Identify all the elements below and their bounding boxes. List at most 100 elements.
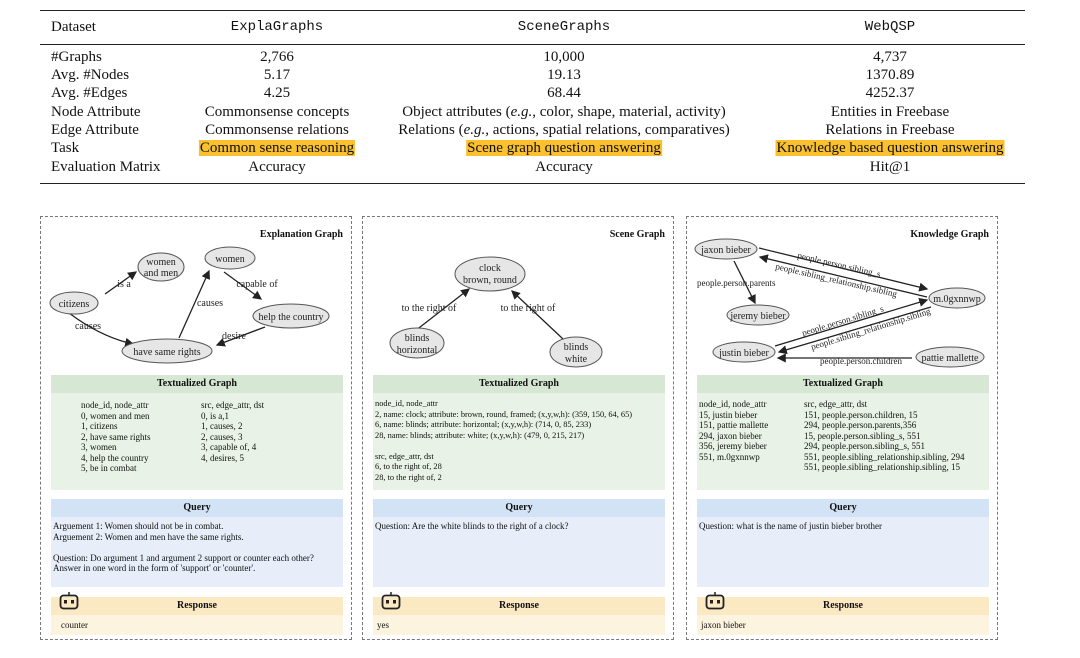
svg-text:horizontal: horizontal xyxy=(397,345,438,356)
node-label-blinds: blinds xyxy=(405,333,430,344)
node-label: justin bieber xyxy=(718,348,769,359)
explanation-graph-diagram: women and men women citizens help the co… xyxy=(49,246,330,364)
node-label: pattie mallette xyxy=(922,353,979,364)
edge-label: causes xyxy=(197,298,223,309)
table-cell: Commonsense concepts xyxy=(204,104,350,120)
query-body: Question: Are the white blinds to the ri… xyxy=(373,517,665,587)
edge-label: causes xyxy=(75,321,101,332)
table-header-dataset: Dataset xyxy=(51,19,96,35)
table-cell: 2,766 xyxy=(260,49,294,65)
node-label: m.0gxnnwp xyxy=(933,294,981,305)
table-cell: 4,737 xyxy=(873,49,907,65)
edge-label: to the right of xyxy=(402,303,457,314)
edge-label: capable of xyxy=(236,279,278,290)
table-cell: #Graphs xyxy=(51,49,102,65)
table-cell: Accuracy xyxy=(248,159,306,175)
table-cell: 19.13 xyxy=(547,67,581,83)
graph-node xyxy=(454,256,526,292)
graph-edge xyxy=(68,312,135,347)
response-header: Response xyxy=(697,597,989,615)
edge-label: people.person.parents xyxy=(697,278,776,288)
graph-edge xyxy=(414,288,471,332)
edge-list: src, edge_attr, dst 151, people.person.c… xyxy=(804,399,965,472)
graph-node xyxy=(694,238,758,260)
graph-node xyxy=(121,338,213,364)
graph-node xyxy=(915,346,985,368)
graph-edge xyxy=(511,290,564,340)
table-header-webqsp: WebQSP xyxy=(864,19,916,35)
node-list: node_id, node_attr 0, women and men 1, c… xyxy=(81,400,151,473)
response-header: Response xyxy=(373,597,665,615)
table-bottom-rule xyxy=(40,183,1025,185)
graph-node xyxy=(204,246,256,270)
query-header: Query xyxy=(697,499,989,517)
graph-node xyxy=(389,327,445,359)
response-text: counter xyxy=(61,620,88,630)
scene-graph-diagram: clock brown, round blinds horizontal bli… xyxy=(389,256,603,368)
graph-edge xyxy=(758,247,929,292)
table-cell: Hit@1 xyxy=(869,159,911,175)
query-header: Query xyxy=(51,499,343,517)
response-body: yes xyxy=(373,615,665,635)
table-cell: Relations (e.g., actions, spatial relati… xyxy=(398,122,730,138)
query-body: Arguement 1: Women should not be in comb… xyxy=(51,517,343,587)
response-header: Response xyxy=(51,597,343,615)
graph-node xyxy=(49,291,99,315)
edge-label: desire xyxy=(222,331,246,342)
svg-text:brown, round: brown, round xyxy=(463,275,517,286)
graph-edge xyxy=(178,269,210,339)
node-label-women-and-men: women xyxy=(146,257,175,268)
node-label: jaxon bieber xyxy=(700,245,751,256)
node-label: have same rights xyxy=(133,347,200,358)
table-cell: Entities in Freebase xyxy=(830,104,950,120)
table-cell: 68.44 xyxy=(547,85,581,101)
node-label: help the country xyxy=(259,312,324,323)
task-highlight: Common sense reasoning xyxy=(198,140,356,156)
graph-edge xyxy=(774,297,929,347)
edge-list: src, edge_attr, dst 0, is a,1 1, causes,… xyxy=(201,400,265,463)
table-mid-rule xyxy=(40,44,1025,45)
panel-title: Explanation Graph xyxy=(259,229,343,240)
query-text: Arguement 1: Women should not be in comb… xyxy=(53,521,314,573)
knowledge-graph-diagram: jaxon bieber m.0gxnnwp jeremy bieber jus… xyxy=(694,238,986,368)
node-label-blinds: blinds xyxy=(564,342,589,353)
table-cell: 4.25 xyxy=(263,85,291,101)
query-text: Question: what is the name of justin bie… xyxy=(699,521,882,531)
robot-icon xyxy=(705,592,725,610)
textualized-graph-header: Textualized Graph xyxy=(697,375,989,393)
table-cell: Object attributes (e.g., color, shape, m… xyxy=(402,104,726,120)
textualized-graph-header: Textualized Graph xyxy=(373,375,665,393)
response-text: jaxon bieber xyxy=(701,620,746,630)
table-cell: Accuracy xyxy=(535,159,593,175)
graph-node xyxy=(726,304,790,326)
response-body: jaxon bieber xyxy=(697,615,989,635)
table-cell: Edge Attribute xyxy=(51,122,139,138)
table-cell: 1370.89 xyxy=(865,67,915,83)
knowledge-graph-panel: Knowledge Graph jaxon bieber m.0gxnnwp j… xyxy=(686,216,998,640)
table-cell: Avg. #Edges xyxy=(51,85,128,101)
table-header-explagraphs: ExplaGraphs xyxy=(230,19,324,35)
response-body: counter xyxy=(51,615,343,635)
query-body: Question: what is the name of justin bie… xyxy=(697,517,989,587)
textualized-graph-body: node_id, node_attr 15, justin bieber 151… xyxy=(697,393,989,490)
graph-edge xyxy=(215,326,266,347)
scene-graph-panel: Scene Graph clock brown, round blinds ho… xyxy=(362,216,674,640)
node-edge-list: node_id, node_attr 2, name: clock; attri… xyxy=(375,399,633,482)
textualized-graph-body: node_id, node_attr 0, women and men 1, c… xyxy=(51,393,343,490)
table-top-rule xyxy=(40,10,1025,12)
graph-edge xyxy=(758,254,928,298)
table-cell: 4252.37 xyxy=(865,85,915,101)
robot-icon xyxy=(381,592,401,610)
svg-text:white: white xyxy=(565,354,588,365)
explanation-graph-panel: Explanation Graph women and men women ci… xyxy=(40,216,352,640)
graph-edge xyxy=(733,260,756,305)
graph-node xyxy=(137,252,185,282)
query-header: Query xyxy=(373,499,665,517)
graph-edge xyxy=(223,271,263,300)
panel-title: Scene Graph xyxy=(609,229,665,240)
node-label: jeremy bieber xyxy=(729,311,786,322)
panel-title: Knowledge Graph xyxy=(910,229,989,240)
node-label: women xyxy=(215,254,244,265)
robot-icon xyxy=(59,592,79,610)
table-cell: Evaluation Matrix xyxy=(51,159,161,175)
